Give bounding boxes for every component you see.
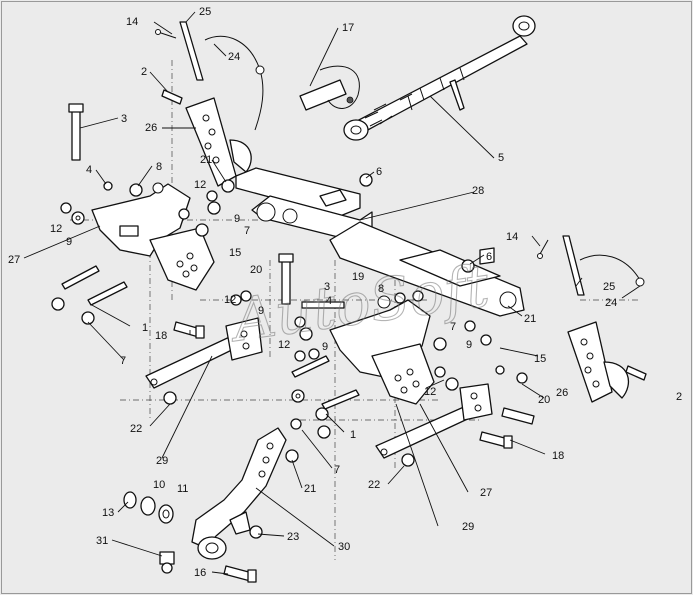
lower-arm-30 <box>191 427 287 560</box>
callout-21: 21 <box>304 483 316 495</box>
callout-24: 24 <box>605 297 617 309</box>
callout-28: 28 <box>472 185 484 197</box>
callout-2: 2 <box>676 391 682 403</box>
callout-27: 27 <box>480 487 492 499</box>
stay-bar-29-left <box>145 317 263 389</box>
leader-lines <box>23 11 641 575</box>
callout-9: 9 <box>466 339 472 351</box>
callout-15: 15 <box>229 247 241 259</box>
callout-14: 14 <box>126 16 138 28</box>
callout-30: 30 <box>338 541 350 553</box>
callout-15: 15 <box>534 353 546 365</box>
callout-10: 10 <box>153 479 165 491</box>
callout-13: 13 <box>102 507 114 519</box>
callout-18: 18 <box>552 450 564 462</box>
hook-plate-26-left <box>185 97 252 187</box>
callout-9: 9 <box>322 341 328 353</box>
callout-4: 4 <box>86 164 92 176</box>
callout-24: 24 <box>228 51 240 63</box>
callout-21: 21 <box>524 313 536 325</box>
callout-18: 18 <box>155 330 167 342</box>
callout-7: 7 <box>334 464 340 476</box>
callout-22: 22 <box>368 479 380 491</box>
callout-27: 27 <box>8 254 20 266</box>
stay-bar-29-right <box>375 383 493 459</box>
callout-6: 6 <box>486 251 492 263</box>
callout-22: 22 <box>130 423 142 435</box>
callout-25: 25 <box>199 6 211 18</box>
callout-2: 2 <box>141 66 147 78</box>
callout-4: 4 <box>326 295 332 307</box>
callout-20: 20 <box>538 394 550 406</box>
bracket-27-right <box>329 295 435 405</box>
bolts-2-3 <box>68 89 647 381</box>
callout-7: 7 <box>450 321 456 333</box>
callout-1: 1 <box>142 322 148 334</box>
pin-25-left <box>179 21 265 131</box>
callout-12: 12 <box>224 294 236 306</box>
callout-20: 20 <box>250 264 262 276</box>
callout-6: 6 <box>376 166 382 178</box>
callout-8: 8 <box>378 283 384 295</box>
fasteners <box>51 173 528 574</box>
pin-25-right <box>562 235 645 296</box>
callout-31: 31 <box>96 535 108 547</box>
callout-26: 26 <box>145 122 157 134</box>
callout-12: 12 <box>50 223 62 235</box>
callout-12: 12 <box>424 386 436 398</box>
callout-3: 3 <box>121 113 127 125</box>
top-link-5 <box>343 15 536 141</box>
hook-plate-26-right <box>567 321 630 403</box>
pin-14 <box>155 29 549 259</box>
callout-26: 26 <box>556 387 568 399</box>
callout-3: 3 <box>324 281 330 293</box>
bracket-27-left <box>91 182 215 291</box>
callout-29: 29 <box>156 455 168 467</box>
callout-7: 7 <box>120 355 126 367</box>
studs-1 <box>61 265 360 410</box>
callout-21: 21 <box>200 154 212 166</box>
diagonal-arm-28 <box>329 221 525 317</box>
callout-labels: 14 25 24 17 2 3 26 5 4 8 21 6 12 9 12 9 … <box>8 6 682 579</box>
callout-9: 9 <box>258 305 264 317</box>
callout-1: 1 <box>350 429 356 441</box>
callout-5: 5 <box>498 152 504 164</box>
callout-17: 17 <box>342 22 354 34</box>
callout-12: 12 <box>194 179 206 191</box>
callout-16: 16 <box>194 567 206 579</box>
pins-16-18 <box>173 321 535 583</box>
callout-7: 7 <box>244 225 250 237</box>
callout-14: 14 <box>506 231 518 243</box>
callout-9: 9 <box>66 236 72 248</box>
callout-12: 12 <box>278 339 290 351</box>
callout-9: 9 <box>234 213 240 225</box>
callout-8: 8 <box>156 161 162 173</box>
callout-19: 19 <box>352 271 364 283</box>
callout-11: 11 <box>177 483 188 495</box>
callout-29: 29 <box>462 521 474 533</box>
callout-25: 25 <box>603 281 615 293</box>
callout-23: 23 <box>287 531 299 543</box>
upper-beam-28 <box>235 167 373 241</box>
lynch-pin-17 <box>299 65 360 111</box>
